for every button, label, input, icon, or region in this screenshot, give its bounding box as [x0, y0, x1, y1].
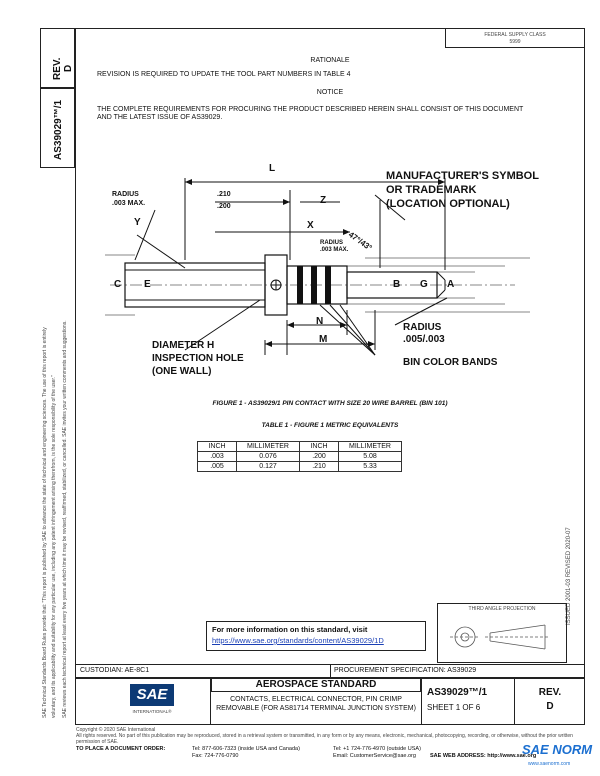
margin-line-3: SAE reviews each technical report at lea… [62, 320, 68, 718]
dim-A: A [447, 279, 455, 290]
inspection-hole-label: DIAMETER H INSPECTION HOLE (ONE WALL) [152, 340, 244, 377]
standard-cell [211, 678, 421, 692]
table-cell: .005 [197, 461, 237, 472]
radius-small-label: RADIUS .003 MAX. [320, 240, 349, 253]
supply-class-box [445, 28, 585, 48]
rationale-title: RATIONALE [310, 57, 350, 64]
procurement-cell [330, 664, 585, 678]
rev-value-top: D [63, 64, 74, 72]
rev-cell-top [40, 28, 75, 88]
table1-header: MILLIMETER [236, 441, 300, 452]
dim-X: X [307, 220, 314, 231]
tel-intl: Tel: +1 724-776-4970 (outside USA) [333, 746, 421, 752]
sae-logo-sub: INTERNATIONAL® [132, 709, 172, 714]
third-angle-box [437, 603, 567, 663]
table-row: .005 0.127 .210 5.33 [197, 461, 402, 472]
table-row: .003 0.076 .200 5.08 [197, 451, 402, 462]
sae-norm-watermark: SAE NORM [522, 742, 593, 757]
table1-header: MILLIMETER [338, 441, 402, 452]
third-angle-label: THIRD ANGLE PROJECTION [468, 606, 536, 612]
table-cell: .003 [197, 451, 237, 462]
margin-line-2: voluntary, and its applicability and sui… [51, 375, 57, 718]
custodian-text: CUSTODIAN: AE-8C1 [80, 667, 150, 674]
dim-B: B [393, 279, 401, 290]
dim-G: G [420, 279, 428, 290]
web-address: SAE WEB ADDRESS: http://www.sae.org [430, 753, 537, 759]
procurement-text: PROCUREMENT SPECIFICATION: AS39029 [334, 667, 477, 674]
dim-210: .210 [217, 191, 231, 198]
document-description: CONTACTS, ELECTRICAL CONNECTOR, PIN CRIM… [216, 696, 416, 712]
more-info-box [206, 621, 426, 651]
doc-number: AS39029™/1 [427, 687, 488, 698]
bin-color-bands [297, 266, 331, 304]
figure-caption: FIGURE 1 - AS39029/1 PIN CONTACT WITH SI… [212, 400, 448, 407]
table-cell: 0.076 [236, 451, 300, 462]
rev-label-top: REV. [52, 57, 63, 80]
supply-class-line2: 5999 [509, 39, 521, 45]
dim-200: .200 [217, 203, 231, 210]
table-cell: 5.08 [338, 451, 402, 462]
standard-title: AEROSPACE STANDARD [255, 679, 377, 690]
projection-symbol [450, 624, 550, 650]
dim-Z: Z [320, 195, 327, 206]
table-cell: 0.127 [236, 461, 300, 472]
more-info-text: For more information on this standard, v… [212, 625, 368, 634]
supply-class-line1: FEDERAL SUPPLY CLASS [484, 32, 546, 38]
doc-number-cell-side [40, 88, 75, 168]
sae-logo: SAE [130, 684, 174, 706]
rationale-text: REVISION IS REQUIRED TO UPDATE THE TOOL … [97, 71, 351, 78]
dim-Y: Y [134, 217, 141, 228]
rev-value-bottom: D [546, 701, 554, 712]
order-label: TO PLACE A DOCUMENT ORDER: [76, 746, 166, 752]
manufacturer-label: MANUFACTURER'S SYMBOL OR TRADEMARK (LOCA… [386, 170, 539, 210]
table-cell: .200 [299, 451, 339, 462]
notice-text: THE COMPLETE REQUIREMENTS FOR PROCURING … [97, 106, 524, 121]
copyright: Copyright © 2020 SAE International [76, 727, 156, 733]
rights-text: All rights reserved. No part of this pub… [76, 733, 573, 745]
email: Email: CustomerService@sae.org [333, 753, 416, 759]
fax: Fax: 724-776-0790 [192, 753, 239, 759]
dim-C: C [114, 279, 122, 290]
radius-right-label: RADIUS .005/.003 [403, 322, 445, 345]
radius-left-label: RADIUS .003 MAX. [112, 191, 146, 207]
margin-line-1: SAE Technical Standards Board Rules prov… [42, 327, 48, 718]
table1-header: INCH [197, 441, 237, 452]
dim-L: L [269, 163, 276, 174]
doc-number-side: AS39029™/1 [53, 99, 64, 160]
table-cell: .210 [299, 461, 339, 472]
table-cell: 5.33 [338, 461, 402, 472]
notice-title: NOTICE [316, 89, 344, 96]
sheet-number: SHEET 1 OF 6 [427, 703, 481, 712]
tel-usa: Tel: 877-606-7323 (inside USA and Canada… [192, 746, 300, 752]
pin-contact-drawing [105, 178, 530, 356]
logo-cell [75, 678, 211, 725]
sae-norm-url: www.saenorm.com [528, 761, 571, 767]
dim-N: N [316, 316, 324, 327]
doc-number-cell [421, 678, 515, 725]
table1-caption: TABLE 1 - FIGURE 1 METRIC EQUIVALENTS [261, 422, 399, 429]
more-info-link[interactable]: https://www.sae.org/standards/content/AS… [212, 636, 384, 645]
bin-bands-label: BIN COLOR BANDS [403, 357, 498, 368]
rev-label-bottom: REV. [538, 687, 562, 698]
table1: INCH MILLIMETER INCH MILLIMETER .003 0.0… [197, 441, 402, 472]
table1-header: INCH [299, 441, 339, 452]
dim-E: E [144, 279, 151, 290]
dim-M: M [319, 334, 328, 345]
